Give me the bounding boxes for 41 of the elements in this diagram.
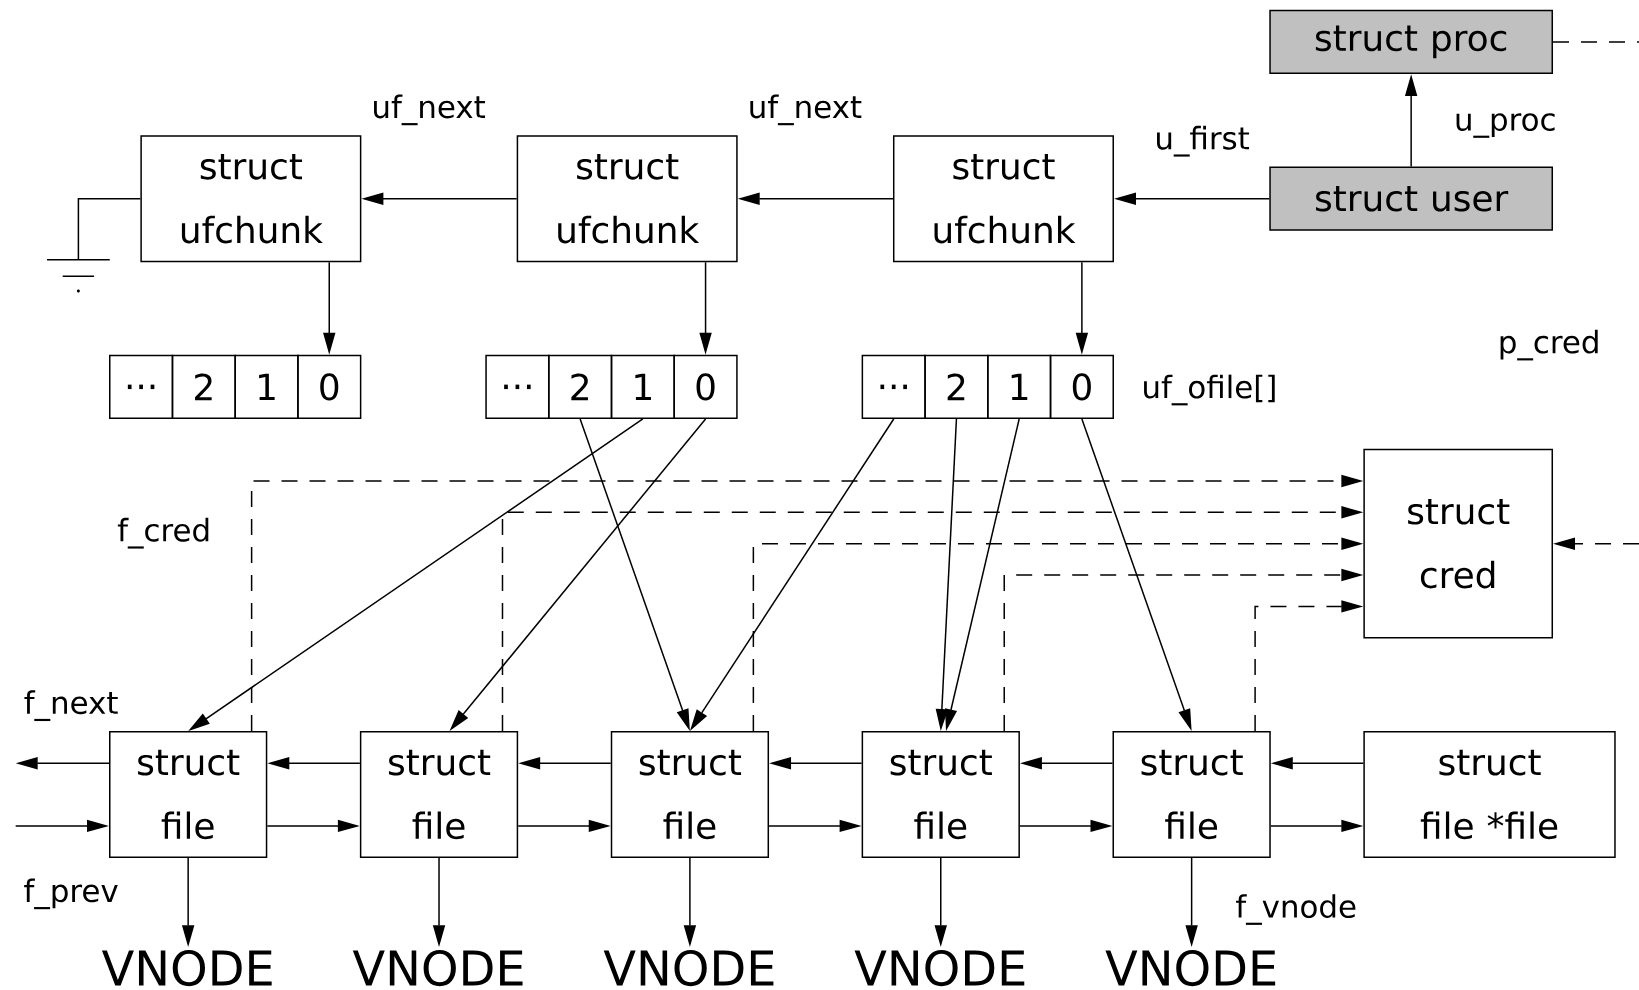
array-cell: ... bbox=[109, 354, 174, 419]
edge-label: u_proc bbox=[1452, 112, 1558, 139]
vnode-label: VNODE bbox=[603, 949, 774, 987]
edge-label: f_vnode bbox=[1234, 893, 1358, 926]
edge-label: f_prev bbox=[22, 877, 120, 911]
array-cell: 2 bbox=[924, 354, 989, 419]
array-cell: 2 bbox=[171, 354, 236, 419]
struct-box: struct cred bbox=[1363, 448, 1553, 639]
array-cell: 1 bbox=[987, 354, 1052, 419]
struct-box: struct proc bbox=[1269, 9, 1553, 75]
struct-box: struct user bbox=[1269, 166, 1553, 231]
struct-box: struct ufchunk bbox=[140, 135, 362, 263]
struct-box: struct file bbox=[1112, 731, 1271, 858]
vnode-label: VNODE bbox=[352, 949, 523, 987]
array-cell: ... bbox=[861, 354, 926, 419]
array-cell: 1 bbox=[234, 354, 299, 419]
field-label: f_cred bbox=[117, 517, 209, 549]
array-cell: 2 bbox=[548, 354, 613, 419]
struct-box: struct file bbox=[610, 731, 770, 858]
edge-label: f_next bbox=[22, 689, 120, 723]
array-cell: 0 bbox=[1049, 354, 1114, 419]
array-cell: ... bbox=[485, 354, 550, 419]
edge-label: uf_next bbox=[370, 93, 487, 127]
struct-box: struct file bbox=[861, 731, 1020, 858]
array-cell: 1 bbox=[610, 354, 675, 419]
edge-label: uf_next bbox=[746, 93, 864, 127]
array-cell: 0 bbox=[297, 354, 362, 419]
ground-symbol bbox=[46, 258, 111, 293]
vnode-label: VNODE bbox=[101, 949, 272, 987]
field-label: p_cred bbox=[1500, 329, 1598, 361]
struct-box: struct ufchunk bbox=[516, 135, 738, 263]
struct-box: struct ufchunk bbox=[893, 135, 1114, 263]
array-cell: 0 bbox=[673, 354, 738, 419]
struct-box: struct file bbox=[359, 731, 519, 858]
edge-label: u_first bbox=[1153, 124, 1251, 158]
vnode-label: VNODE bbox=[854, 949, 1025, 987]
field-label: uf_ofile[] bbox=[1144, 374, 1275, 406]
struct-box: struct file bbox=[109, 731, 268, 858]
vnode-label: VNODE bbox=[1105, 949, 1276, 987]
line bbox=[77, 197, 142, 261]
struct-box: struct file *file bbox=[1363, 731, 1616, 858]
